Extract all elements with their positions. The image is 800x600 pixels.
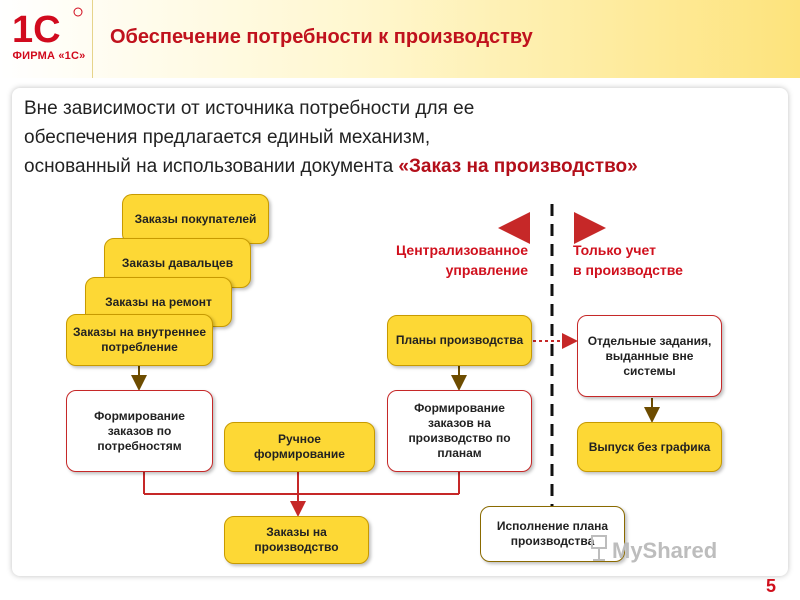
label-accounting-line-2: в производстве bbox=[573, 262, 683, 278]
box-release-no-schedule: Выпуск без графика bbox=[577, 422, 722, 472]
label-centralized-line-1: Централизованное bbox=[396, 242, 528, 258]
box-forming-by-plans-label: Формирование заказов на производство по … bbox=[408, 401, 511, 460]
svg-text:1C: 1C bbox=[12, 9, 61, 48]
box-orders-internal: Заказы на внутреннее потребление bbox=[66, 314, 213, 366]
intro-text: Вне зависимости от источника потребности… bbox=[24, 94, 764, 181]
box-production-orders-label: Заказы на производство bbox=[254, 525, 339, 554]
label-centralized-line-2: управление bbox=[445, 262, 528, 278]
logo-caption: ФИРМА «1С» bbox=[12, 50, 86, 62]
page-title: Обеспечение потребности к производству bbox=[110, 26, 533, 48]
box-forming-by-needs-label: Формирование заказов по потребностям bbox=[94, 408, 185, 453]
intro-line-3-prefix: основанный на использовании документа bbox=[24, 156, 399, 177]
box-orders-tollers-label: Заказы давальцев bbox=[121, 255, 234, 270]
box-orders-internal-label: Заказы на внутреннее потребление bbox=[73, 325, 206, 354]
header-bar bbox=[0, 0, 800, 78]
box-production-orders: Заказы на производство bbox=[224, 516, 369, 564]
box-orders-customers: Заказы покупателей bbox=[122, 194, 269, 244]
box-manual-forming: Ручное формирование bbox=[224, 422, 375, 472]
intro-line-1: Вне зависимости от источника потребности… bbox=[24, 98, 475, 119]
label-accounting-only: Только учет в производстве bbox=[573, 240, 683, 280]
logo-1c-icon: 1C bbox=[12, 7, 83, 48]
box-forming-by-plans: Формирование заказов на производство по … bbox=[387, 390, 532, 472]
label-centralized: Централизованное управление bbox=[378, 240, 528, 280]
page-number: 5 bbox=[766, 576, 777, 596]
label-accounting-line-1: Только учет bbox=[573, 242, 657, 258]
myshared-logo-icon bbox=[591, 535, 607, 561]
box-orders-customers-label: Заказы покупателей bbox=[134, 211, 257, 226]
box-plan-execution: Исполнение плана производства bbox=[480, 506, 625, 562]
intro-line-3: основанный на использовании документа «З… bbox=[24, 152, 764, 181]
intro-line-2: обеспечения предлагается единый механизм… bbox=[24, 127, 431, 148]
box-separate-tasks: Отдельные задания, выданные вне системы bbox=[577, 315, 722, 397]
box-orders-repair-label: Заказы на ремонт bbox=[105, 294, 212, 309]
box-production-plans: Планы производства bbox=[387, 315, 532, 366]
logo-divider bbox=[92, 0, 93, 78]
box-forming-by-needs: Формирование заказов по потребностям bbox=[66, 390, 213, 472]
box-production-plans-label: Планы производства bbox=[395, 333, 524, 347]
document-name: «Заказ на производство» bbox=[398, 156, 638, 177]
box-plan-execution-label: Исполнение плана производства bbox=[496, 519, 609, 548]
box-release-no-schedule-label: Выпуск без графика bbox=[588, 439, 711, 454]
watermark: MyShared bbox=[612, 538, 718, 563]
box-manual-forming-label: Ручное формирование bbox=[254, 432, 345, 461]
box-separate-tasks-label: Отдельные задания, выданные вне системы bbox=[587, 333, 712, 378]
